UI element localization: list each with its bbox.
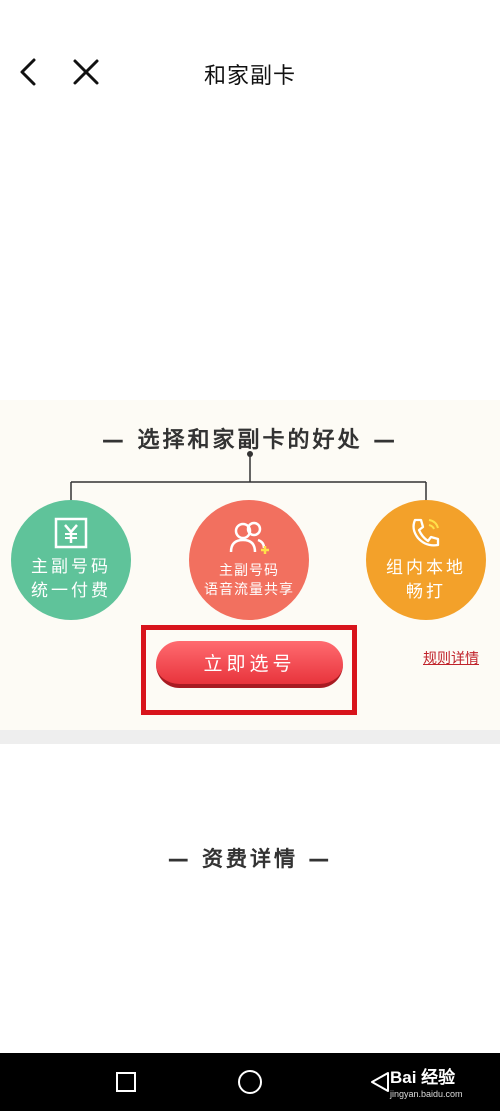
close-button[interactable] — [66, 52, 106, 92]
fee-details-heading: — 资费详情 — — [167, 847, 333, 871]
benefit-label-line1: 主副号码 — [219, 563, 279, 579]
connector-lines — [70, 451, 427, 502]
system-back-button[interactable] — [365, 1067, 395, 1097]
triangle-back-icon — [371, 1072, 389, 1092]
watermark-brand: Bai 经验 — [390, 1068, 456, 1087]
back-button[interactable] — [8, 52, 48, 92]
benefit-label-line2: 统一付费 — [31, 581, 111, 601]
section-divider — [0, 730, 500, 744]
top-bar: 和家副卡 — [0, 0, 500, 145]
chevron-left-icon — [20, 58, 36, 86]
benefits-heading: — 选择和家副卡的好处 — — [101, 428, 399, 453]
benefit-local-calls: 组内本地 畅打 — [366, 500, 486, 620]
benefit-shared-voice-data: 主副号码 语音流量共享 — [189, 500, 309, 620]
yuan-icon — [54, 517, 88, 549]
users-icon — [229, 521, 269, 554]
benefit-label-line2: 语音流量共享 — [204, 582, 294, 598]
circle-icon — [238, 1070, 262, 1094]
select-number-button[interactable]: 立即选号 — [156, 641, 343, 688]
benefit-label-line1: 组内本地 — [386, 558, 466, 578]
close-icon — [73, 59, 99, 85]
phone-icon — [412, 518, 440, 547]
system-nav-bar: Bai 经验 jingyan.baidu.com — [0, 1053, 500, 1111]
square-icon — [116, 1072, 136, 1092]
page-title: 和家副卡 — [203, 64, 296, 89]
benefit-unified-billing: 主副号码 统一付费 — [11, 500, 131, 620]
baidu-jingyan-watermark: Bai 经验 jingyan.baidu.com — [390, 1063, 498, 1107]
home-button[interactable] — [235, 1067, 265, 1097]
recent-apps-button[interactable] — [111, 1067, 141, 1097]
benefits-panel: — 选择和家副卡的好处 — 主副号码 统一付费 主副号码 语音流量共享 — [0, 400, 500, 730]
benefit-label-line2: 畅打 — [406, 582, 446, 602]
highlight-box — [141, 625, 357, 715]
rules-details-link[interactable]: 规则详情 — [423, 651, 479, 667]
watermark-url: jingyan.baidu.com — [390, 1089, 463, 1099]
benefit-label-line1: 主副号码 — [31, 557, 111, 577]
